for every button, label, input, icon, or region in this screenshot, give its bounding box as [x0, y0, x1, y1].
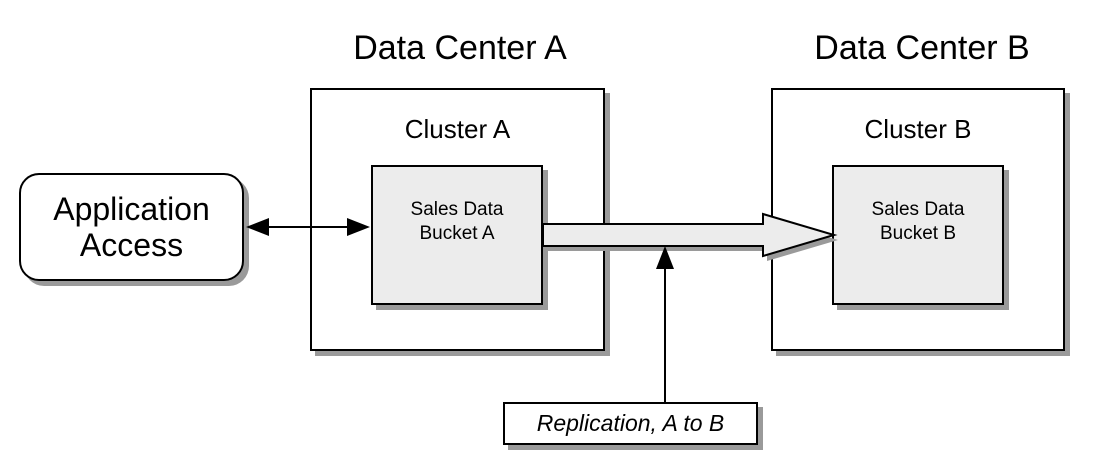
replication-arrow [542, 212, 838, 258]
sales-data-bucket-a: Sales Data Bucket A [371, 165, 543, 305]
bucket-b-label-line1: Sales Data [871, 199, 965, 220]
replication-label-box: Replication, A to B [503, 402, 758, 445]
data-center-a-title: Data Center A [353, 29, 567, 67]
application-label-line1: Application [53, 191, 210, 227]
bucket-b-label-line2: Bucket B [879, 223, 957, 244]
cluster-b-title: Cluster B [864, 114, 972, 144]
sales-data-bucket-b: Sales Data Bucket B [832, 165, 1004, 305]
application-label-line2: Access [79, 227, 184, 263]
cluster-a-box [310, 88, 605, 351]
replication-label: Replication, A to B [536, 410, 725, 436]
data-center-b-title: Data Center B [814, 29, 1030, 67]
cluster-a-title: Cluster A [404, 114, 511, 144]
application-access-box: Application Access [19, 173, 244, 281]
bucket-a-label-line1: Sales Data [410, 199, 504, 220]
access-arrow-head-left [246, 218, 269, 236]
bucket-a-label-line2: Bucket A [419, 223, 495, 244]
access-arrow-head-right [347, 218, 370, 236]
replication-pointer-head [656, 246, 674, 269]
